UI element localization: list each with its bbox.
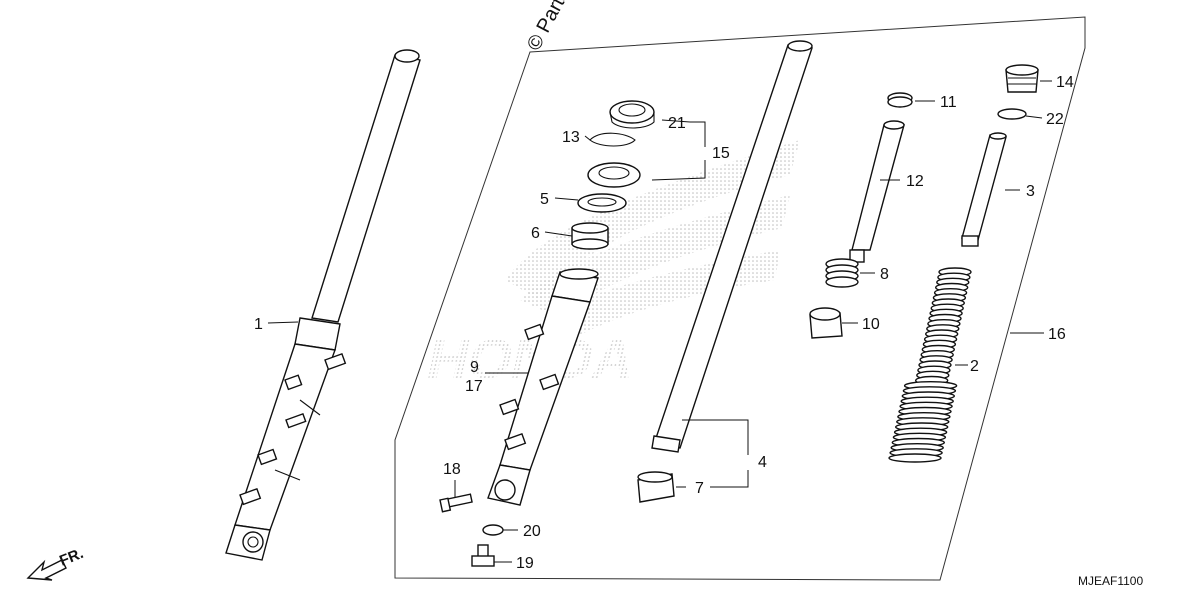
outer-tube [487,268,599,506]
guide-bushing [571,222,609,250]
leader-lines [267,80,1052,563]
callout-13: 13 [562,129,580,146]
callout-2: 2 [970,358,979,375]
kit-boundary [394,16,1086,581]
callout-9: 9 [470,359,479,376]
callout-6: 6 [531,225,540,242]
socket-bolt-18 [439,493,473,513]
callout-21: 21 [668,115,686,132]
callout-11: 11 [940,94,957,111]
top-piston-ring [887,92,913,108]
damper-rod [849,120,905,263]
rebound-spring [825,258,859,288]
callout-5: 5 [540,191,549,208]
copyright-text: © Parts [523,0,574,54]
inner-tube [651,40,813,453]
washer-20 [482,524,504,536]
front-direction-indicator: FR. [26,545,86,581]
dust-seal [609,100,655,129]
spring-collar [961,132,1007,247]
callout-1: 1 [254,316,263,333]
oil-seal [587,162,641,188]
oil-lock-piece [809,307,843,339]
callout-8: 8 [880,266,889,283]
fork-assembly [225,49,421,561]
fork-bolt [1005,64,1039,93]
callout-14: 14 [1056,74,1074,91]
callout-17: 17 [465,378,483,395]
callout-16: 16 [1048,326,1066,343]
callout-4: 4 [758,454,767,471]
callout-10: 10 [862,316,880,333]
front-direction-label: FR. [57,545,86,570]
callout-15: 15 [712,145,730,162]
fork-spring [888,267,972,463]
back-up-ring [577,193,627,213]
callout-3: 3 [1026,183,1035,200]
callout-12: 12 [906,173,924,190]
drain-bolt-19 [471,544,495,567]
callout-22: 22 [1046,111,1064,128]
callout-7: 7 [695,480,704,497]
callout-19: 19 [516,555,534,572]
front-arrow-icon [26,559,67,581]
callout-20: 20 [523,523,541,540]
o-ring [997,108,1027,120]
diagram-code: MJEAF1100 [1078,574,1143,588]
spring-coil [888,453,942,463]
slide-bushing [637,471,675,503]
stopper-ring [589,132,636,147]
callout-numbers: 1 2 3 4 5 6 7 8 9 10 11 12 13 14 15 16 1… [254,74,1074,572]
callout-18: 18 [443,461,461,478]
